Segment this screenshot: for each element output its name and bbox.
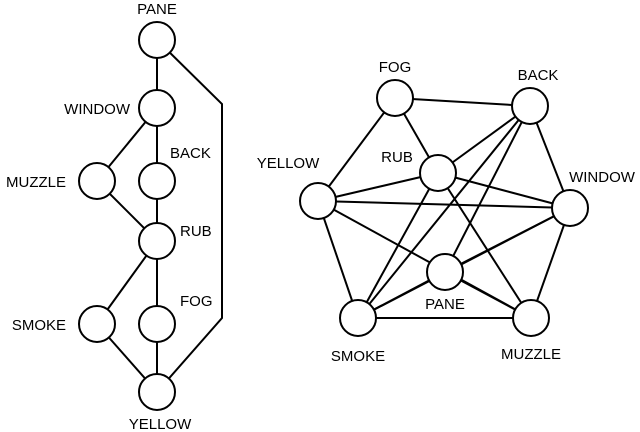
node-label-smoke: SMOKE — [331, 348, 385, 365]
node-circle-fog — [138, 305, 176, 343]
node-label-back: BACK — [518, 67, 559, 84]
edge-fog-back — [394, 97, 531, 107]
node-label-back: BACK — [170, 145, 211, 162]
node-circle-yellow — [138, 373, 176, 411]
edge-yellow-rub — [317, 172, 439, 202]
node-yellow: YELLOW — [257, 155, 337, 220]
node-smoke: SMOKE — [12, 305, 116, 343]
node-circle-muzzle — [512, 299, 550, 337]
node-fog: FOG — [138, 293, 213, 343]
edge-back-pane — [444, 105, 531, 273]
node-back: BACK — [138, 145, 211, 200]
node-label-yellow: YELLOW — [129, 416, 192, 432]
node-label-pane: PANE — [137, 1, 177, 18]
node-label-yellow: YELLOW — [257, 155, 320, 172]
node-circle-fog — [376, 79, 414, 117]
node-smoke: SMOKE — [331, 299, 385, 365]
node-circle-rub — [419, 154, 457, 192]
node-label-fog: FOG — [379, 59, 412, 76]
node-circle-muzzle — [78, 162, 116, 200]
edge-yellow-window — [317, 200, 571, 209]
node-label-window: WINDOW — [569, 169, 636, 186]
node-rub: RUB — [138, 222, 212, 260]
node-label-muzzle: MUZZLE — [501, 346, 561, 363]
left-graph: PANE WINDOW BACK MUZZLE RUB SMOKE FOG YELLOW — [6, 1, 223, 432]
node-muzzle: MUZZLE — [501, 299, 561, 363]
node-label-pane: PANE — [425, 296, 465, 313]
node-circle-rub — [138, 222, 176, 260]
node-back: BACK — [511, 67, 559, 125]
node-circle-pane — [138, 21, 176, 59]
node-muzzle: MUZZLE — [6, 162, 116, 200]
edge-window-muzzle — [530, 207, 571, 319]
node-circle-smoke — [78, 305, 116, 343]
node-circle-smoke — [339, 299, 377, 337]
node-pane: PANE — [137, 1, 177, 59]
node-window: WINDOW — [551, 169, 636, 227]
edge-fog-yellow — [317, 97, 396, 202]
node-label-window: WINDOW — [64, 101, 131, 118]
node-circle-back — [138, 162, 176, 200]
node-label-rub: RUB — [180, 223, 212, 240]
edge-back-smoke — [357, 105, 531, 319]
node-circle-window — [551, 189, 589, 227]
node-label-muzzle: MUZZLE — [6, 174, 66, 191]
node-rub: RUB — [381, 149, 457, 192]
node-fog: FOG — [376, 59, 414, 117]
node-circle-yellow — [299, 182, 337, 220]
edge-rub-muzzle — [437, 172, 532, 319]
node-label-smoke: SMOKE — [12, 317, 66, 334]
edge-pane-yellow — [156, 39, 223, 393]
edge-yellow-smoke — [317, 200, 359, 319]
node-circle-back — [511, 87, 549, 125]
node-circle-pane — [426, 253, 464, 291]
edge-rub-window — [437, 172, 571, 209]
right-graph: FOG BACK YELLOW RUB WINDOW PANE SMOKE MUZZLE — [257, 59, 636, 365]
node-window: WINDOW — [64, 89, 176, 127]
node-pane: PANE — [425, 253, 465, 313]
node-circle-window — [138, 89, 176, 127]
node-yellow: YELLOW — [129, 373, 192, 432]
edge-rub-smoke — [357, 172, 439, 319]
node-label-rub: RUB — [381, 149, 413, 166]
node-label-fog: FOG — [180, 293, 213, 310]
